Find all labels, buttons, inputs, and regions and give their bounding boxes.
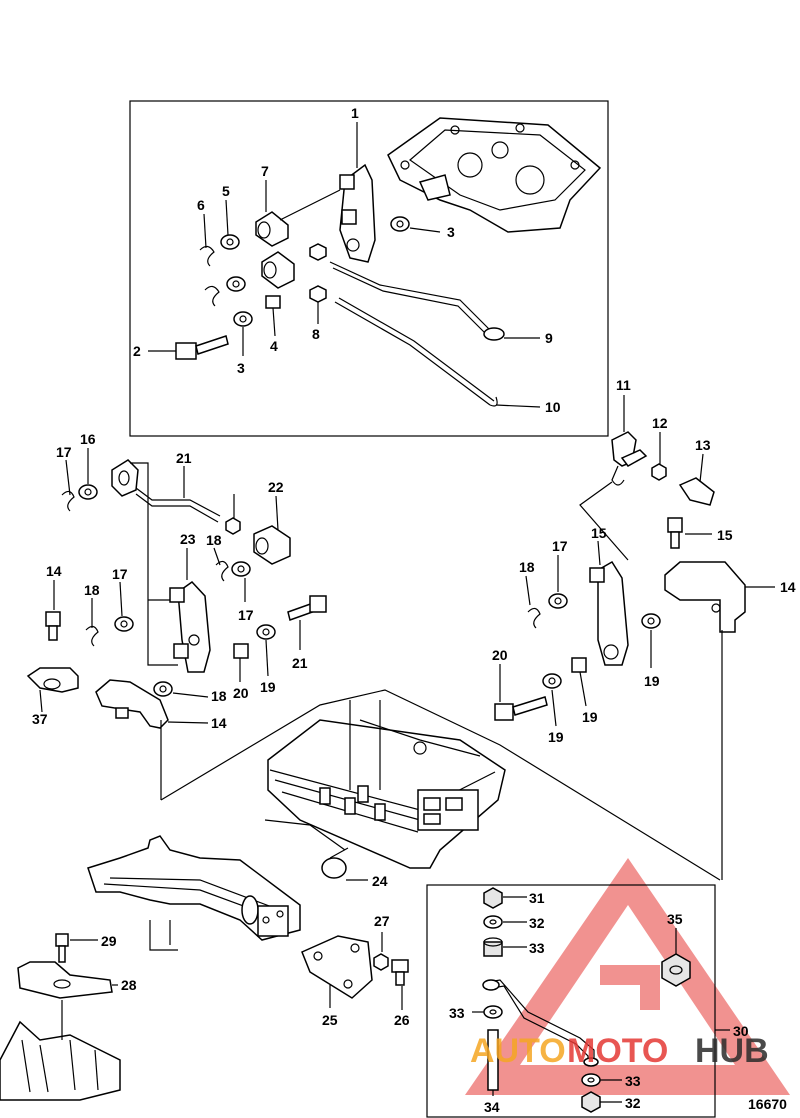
callout-18: 18 xyxy=(519,559,535,575)
callout-18: 18 xyxy=(84,582,100,598)
callout-19: 19 xyxy=(548,729,564,745)
callout-32: 32 xyxy=(625,1095,641,1111)
callout-17: 17 xyxy=(552,538,568,554)
callout-22: 21 xyxy=(176,450,192,466)
throttle-assembly xyxy=(160,689,721,881)
callout-5: 5 xyxy=(222,183,230,199)
callout-16: 15 xyxy=(591,525,607,541)
callout-20: 19 xyxy=(582,709,598,725)
callout-24: 23 xyxy=(180,531,196,547)
callout-33: 33 xyxy=(625,1073,641,1089)
callout-23: 22 xyxy=(268,479,284,495)
callout-15: 14 xyxy=(46,563,62,579)
callout-2: 2 xyxy=(133,343,141,359)
callout-11: 11 xyxy=(616,377,631,393)
callout-19: 19 xyxy=(260,679,276,695)
lower-left-leaders xyxy=(70,932,403,1010)
callout-13: 13 xyxy=(695,437,711,453)
callout-30: 29 xyxy=(101,933,117,949)
lower-right-leaders xyxy=(472,896,730,1103)
callout-14: 14 xyxy=(780,579,796,595)
callout-15: 15 xyxy=(717,527,733,543)
callout-6: 6 xyxy=(197,197,205,213)
callout-9: 9 xyxy=(545,330,553,346)
callout-14: 14 xyxy=(211,715,227,731)
upper-detail-frame xyxy=(129,100,609,437)
callout-18: 18 xyxy=(206,532,222,548)
callout-19: 19 xyxy=(644,673,660,689)
callout-31: 30 xyxy=(733,1023,749,1039)
callout-34: 33 xyxy=(529,940,545,956)
callout-10: 10 xyxy=(545,399,561,415)
callout-25: 24 xyxy=(372,873,388,889)
callout-32: 31 xyxy=(529,890,545,906)
callout-8: 8 xyxy=(312,326,320,342)
callout-7: 7 xyxy=(261,163,269,179)
callout-17: 16 xyxy=(80,431,96,447)
callout-36: 35 xyxy=(667,911,683,927)
callout-37: 37 xyxy=(32,711,48,727)
callout-33: 33 xyxy=(449,1005,465,1021)
callout-3: 3 xyxy=(447,224,455,240)
right-leaders xyxy=(499,395,775,727)
callout-20: 20 xyxy=(233,685,249,701)
lever-arm-1 xyxy=(339,163,376,263)
upper-leaders xyxy=(148,122,541,408)
callout-17: 17 xyxy=(112,566,128,582)
callout-35: 34 xyxy=(484,1099,500,1115)
callout-3: 3 xyxy=(237,360,245,376)
lower-detail-parts xyxy=(482,887,691,1113)
left-leaders xyxy=(39,448,301,724)
figure-number: 16670 xyxy=(748,1096,787,1112)
callout-21: 21 xyxy=(292,655,308,671)
callout-17: 17 xyxy=(238,607,254,623)
watermark-auto: AUTO xyxy=(470,1032,566,1070)
callout-33: 32 xyxy=(529,915,545,931)
callout-1: 1 xyxy=(351,105,359,121)
watermark-moto: MOTO xyxy=(567,1032,668,1070)
lower-detail-frame xyxy=(426,884,716,1118)
callout-19: 18 xyxy=(211,688,227,704)
callout-29: 28 xyxy=(121,977,137,993)
callout-21: 20 xyxy=(492,647,508,663)
callout-12: 12 xyxy=(652,415,668,431)
lower-linkage-frame xyxy=(0,835,409,1101)
watermark-hub: HUB xyxy=(695,1032,769,1070)
link-rods-upper xyxy=(329,261,505,407)
callout-4: 4 xyxy=(270,338,278,354)
callout-27: 26 xyxy=(394,1012,410,1028)
left-linkage xyxy=(26,459,327,800)
callout-18: 17 xyxy=(56,444,72,460)
upper-small-parts xyxy=(175,211,410,360)
callout-28: 27 xyxy=(374,913,390,929)
callout-26: 25 xyxy=(322,1012,338,1028)
watermark-text: AUTO MOTO HUB xyxy=(470,1032,769,1070)
carburetor-plate xyxy=(387,117,602,233)
right-linkage xyxy=(494,431,746,880)
